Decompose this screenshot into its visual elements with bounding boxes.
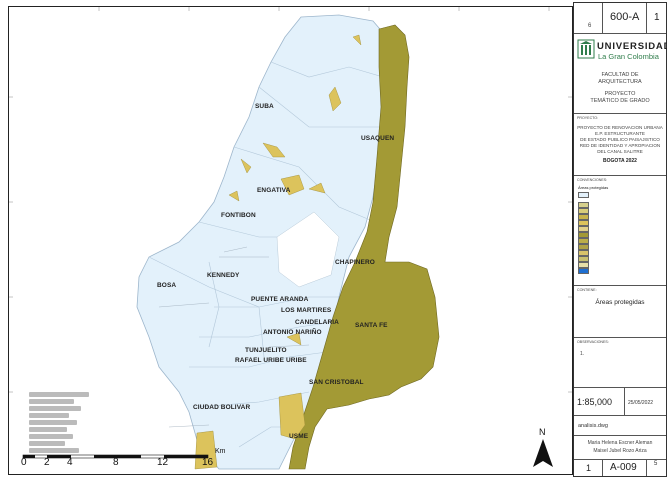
sheet-cell: 1 A-009 5 [574,459,666,476]
author-name: Maisel Jubel Rozo Ariza [593,448,647,454]
project-type-line1: PROYECTO [604,91,636,97]
project-desc-line: DEL CANAL SALITRE [597,149,643,154]
park-patch [240,158,252,174]
faculty-line1: FACULTAD DE [601,72,639,78]
contains-text: Áreas protegidas [595,299,645,306]
scale-label: 12 [157,457,169,468]
scale-label: 4 [67,457,73,468]
scale-label: 8 [113,457,119,468]
file-value: analisis.dwg [578,423,608,429]
project-cell: PROYECTO: PROYECTO DE RENOVACION URBANA … [574,113,666,176]
project-desc-line: RED DE IDENTIDAD Y APROPIACION [579,143,661,148]
observations-text: 1. [580,351,585,357]
locality-label: LOS MARTIRES [281,307,332,314]
bogota-map [9,7,572,470]
north-arrow: N [531,427,555,467]
park-patch [280,174,305,196]
locality-label: ENGATIVA [257,187,291,194]
title-block: 6 600-A 1 UNIVERSIDAD La Gran Colombia F… [573,2,667,477]
observations-header: OBSERVACIONES: [577,340,609,344]
locality-label: CHAPINERO [335,259,375,266]
locality-label: FONTIBON [221,212,256,219]
park-patch [228,190,240,202]
conventions-header: CONVENCIONES: [577,178,608,182]
contains-cell: CONTIENE: Áreas protegidas [574,285,666,338]
scale-label: 0 [21,457,27,468]
locality-label: SANTA FE [355,322,388,329]
locality-label: SAN CRISTOBAL [309,379,364,386]
faculty-line2: ARQUITECTURA [598,79,642,85]
conventions-cell: CONVENCIONES: Áreas protegidas [574,175,666,286]
contains-header: CONTIENE: [577,288,597,292]
locality-label: SUBA [255,103,274,110]
airport-void [276,211,340,288]
project-city: BOGOTA 2022 [603,158,637,164]
top-small: 6 [588,23,592,29]
top-number: 1 [654,12,660,23]
locality-label: PUENTE ARANDA [251,296,309,303]
eastern-hills [288,24,440,470]
park-patch [278,392,306,440]
date-value: 25/05/2022 [628,400,654,406]
conventions-title: Áreas protegidas [578,185,609,190]
park-patch [286,332,302,346]
map-notes [29,392,99,455]
locality-label: RAFAEL URIBE URIBE [235,357,307,364]
university-subtitle: La Gran Colombia [598,52,659,61]
locality-label: USME [289,433,309,440]
author-name: Maria Helena Escner Aleman [587,440,653,446]
project-desc-line: E.P. ESTRUCTURANTE [595,131,645,136]
university-cell: UNIVERSIDAD La Gran Colombia FACULTAD DE… [574,33,667,114]
scale-unit: Km [215,448,226,455]
sheet-code: A-009 [610,462,637,473]
park-patch [262,142,286,158]
locality-label: CIUDAD BOLIVAR [193,404,251,411]
file-cell: analisis.dwg [574,415,666,436]
observations-cell: OBSERVACIONES: 1. [574,337,666,388]
university-logo-icon [577,39,595,59]
project-type-line2: TEMÁTICO DE GRADO [590,98,650,104]
scale-bar-graphic [22,454,209,459]
locality-label: BOSA [157,282,177,289]
scale-value: 1:85,000 [577,397,613,407]
locality-label: CANDELARIA [295,319,339,326]
scale-label: 2 [44,457,50,468]
map-frame: SUBA USAQUEN ENGATIVA FONTIBON KENNEDY B… [8,6,573,475]
project-header: PROYECTO: [577,116,599,120]
locality-label: ANTONIO NARIÑO [263,329,322,336]
north-label: N [539,427,546,437]
park-patch [352,34,362,46]
locality-label: KENNEDY [207,272,240,279]
sheet-code-cell: 6 600-A 1 [574,3,666,34]
locality-label: USAQUEN [361,135,395,142]
top-sheet-code: 600-A [610,11,640,23]
north-arrow-icon [533,439,553,467]
project-desc-line: DE ESTADO PUBLICO PAISAJISTICO [580,137,660,142]
sheet-number: 1 [586,463,592,473]
university-name: UNIVERSIDAD [597,41,667,52]
park-patch [328,86,342,112]
authors-cell: Maria Helena Escner Aleman Maisel Jubel … [574,435,666,460]
scale-date-cell: 1:85,000 25/05/2022 [574,387,666,416]
sheet-total: 5 [654,461,658,467]
park-patch [308,182,326,194]
project-desc-line: PROYECTO DE RENOVACION URBANA [577,125,663,130]
locality-label: TUNJUELITO [245,347,287,354]
scale-label: 16 [202,457,214,468]
